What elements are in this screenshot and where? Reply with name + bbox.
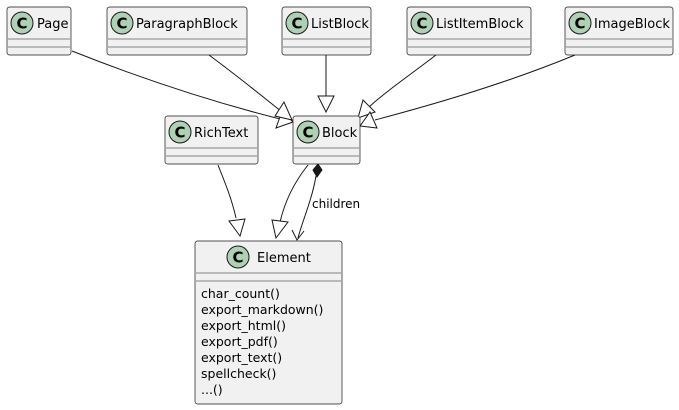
- inheritance-arrowhead: [271, 219, 289, 240]
- class-badge-icon: [10, 11, 34, 35]
- method-spellcheck: spellcheck(): [201, 366, 276, 381]
- inheritance-arrowhead: [359, 110, 378, 129]
- class-stereotype: C: [416, 15, 427, 33]
- edge-block-children-element: [297, 175, 317, 239]
- inheritance-arrowhead: [228, 218, 246, 238]
- class-imageblock[interactable]: C ImageBlock: [564, 6, 674, 56]
- class-stereotype: C: [116, 15, 127, 33]
- composition-arrowhead: [291, 229, 305, 241]
- class-name: Block: [322, 126, 358, 141]
- inheritance-arrowhead: [357, 99, 376, 119]
- class-element[interactable]: C Element char_count() export_markdown()…: [194, 240, 343, 405]
- class-stereotype: C: [574, 15, 585, 33]
- class-badge-icon: [568, 11, 592, 35]
- method-export-pdf: export_pdf(): [201, 334, 278, 349]
- method-export-markdown: export_markdown(): [201, 302, 323, 317]
- edge-imageblock-to-block: [374, 54, 576, 121]
- class-badge-icon: [285, 11, 309, 35]
- class-listblock[interactable]: C ListBlock: [281, 6, 372, 56]
- class-name: ImageBlock: [594, 17, 670, 32]
- class-stereotype: C: [174, 124, 185, 142]
- class-name: Element: [257, 251, 311, 266]
- class-name: Page: [37, 17, 68, 32]
- method-export-html: export_html(): [201, 318, 286, 333]
- class-richtext[interactable]: C RichText: [164, 115, 259, 165]
- method-export-text: export_text(): [201, 350, 282, 365]
- edge-label-children: children: [312, 197, 360, 211]
- class-stereotype: C: [16, 15, 27, 33]
- edge-block-to-element: [279, 164, 309, 223]
- class-badge-icon: [110, 11, 134, 35]
- class-stereotype: C: [302, 124, 313, 142]
- inheritance-arrowhead: [274, 100, 293, 121]
- edge-listitemblock-to-block: [367, 54, 437, 109]
- class-name: ListBlock: [311, 17, 369, 32]
- class-name: RichText: [194, 126, 248, 141]
- method-ellipsis: ...(): [201, 382, 223, 397]
- class-paragraphblock[interactable]: C ParagraphBlock: [106, 6, 248, 56]
- class-listitemblock[interactable]: C ListItemBlock: [406, 6, 532, 56]
- composition-diamond: [312, 163, 323, 178]
- class-name: ListItemBlock: [436, 17, 524, 32]
- edge-richtext-to-element: [217, 164, 237, 219]
- class-stereotype: C: [291, 15, 302, 33]
- class-badge-icon: [226, 245, 250, 269]
- inheritance-arrowhead: [317, 95, 335, 114]
- class-block[interactable]: C Block: [292, 115, 361, 165]
- class-page[interactable]: C Page: [6, 6, 72, 56]
- class-name: ParagraphBlock: [136, 17, 238, 32]
- method-char-count: char_count(): [201, 286, 280, 301]
- class-badge-icon: [168, 120, 192, 144]
- class-badge-icon: [296, 120, 320, 144]
- class-badge-icon: [410, 11, 434, 35]
- class-stereotype: C: [232, 249, 243, 267]
- edge-page-to-block: [71, 50, 285, 121]
- edge-paragraphblock-to-block: [208, 54, 283, 113]
